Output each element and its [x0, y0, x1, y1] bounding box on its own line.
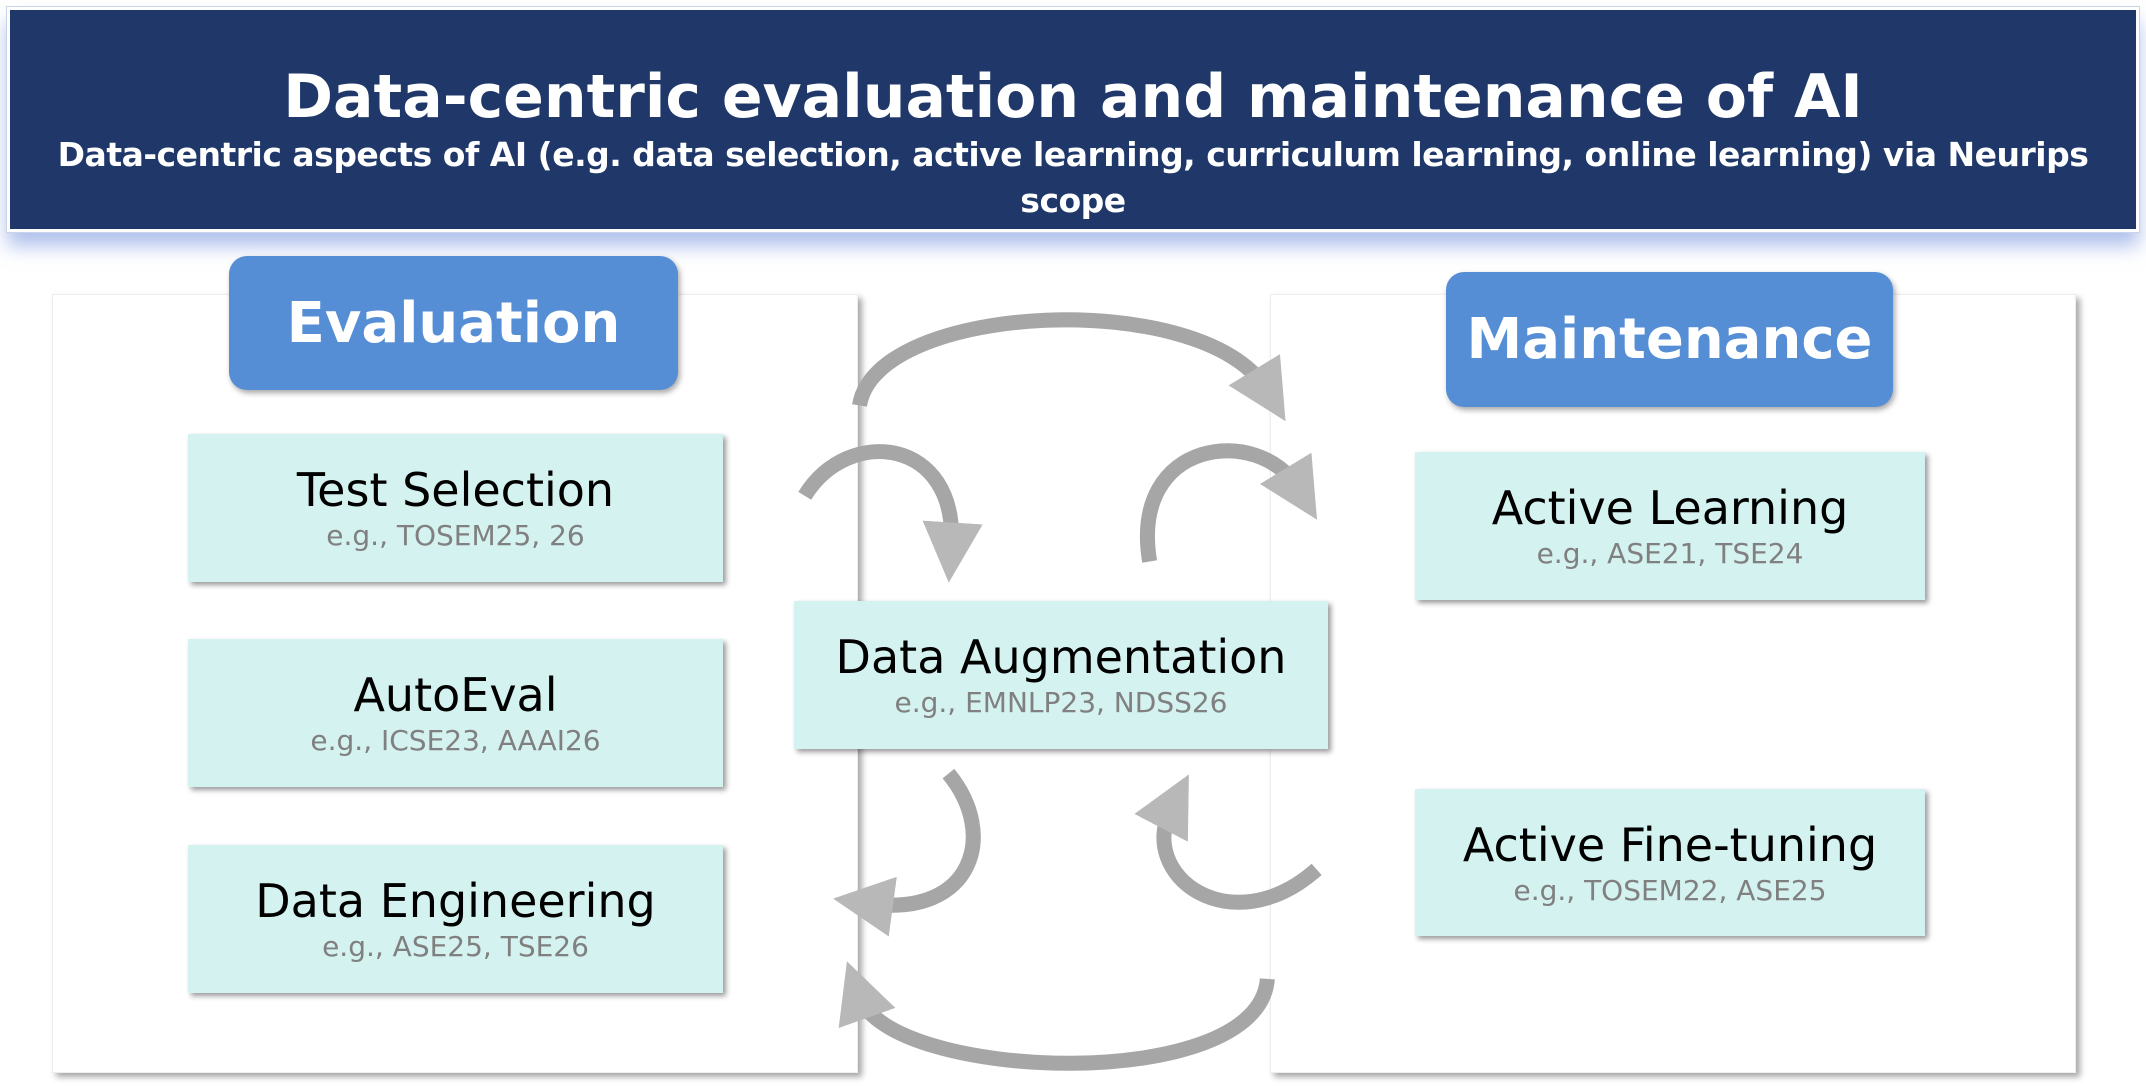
- box-examples: e.g., ICSE23, AAAI26: [310, 724, 601, 757]
- data-augmentation-box: Data Augmentation e.g., EMNLP23, NDSS26: [794, 601, 1328, 749]
- data-engineering-box: Data Engineering e.g., ASE25, TSE26: [188, 845, 723, 993]
- box-examples: e.g., ASE21, TSE24: [1536, 537, 1804, 570]
- diagram-subtitle: Data-centric aspects of AI (e.g. data se…: [57, 135, 2089, 220]
- autoeval-box: AutoEval e.g., ICSE23, AAAI26: [188, 639, 723, 787]
- active-fine-tuning-box: Active Fine-tuning e.g., TOSEM22, ASE25: [1415, 789, 1925, 936]
- box-title: Data Augmentation: [835, 630, 1287, 684]
- box-title: Data Engineering: [255, 874, 656, 928]
- maintenance-header: Maintenance: [1446, 272, 1893, 407]
- maintenance-panel: [1270, 294, 2076, 1073]
- box-title: Active Fine-tuning: [1462, 817, 1878, 872]
- arrow-testsel-to-aug: [798, 444, 983, 583]
- box-examples: e.g., TOSEM25, 26: [326, 519, 585, 552]
- box-examples: e.g., TOSEM22, ASE25: [1513, 873, 1827, 907]
- arrow-aug-to-activelearning: [1140, 443, 1318, 563]
- box-title: AutoEval: [353, 668, 558, 722]
- header-banner: Data-centric evaluation and maintenance …: [6, 6, 2140, 233]
- arrow-maint-to-eval-bottom: [838, 961, 1275, 1071]
- arrow-aug-to-dataeng: [833, 768, 981, 937]
- box-examples: e.g., ASE25, TSE26: [322, 930, 589, 963]
- diagram-title: Data-centric evaluation and maintenance …: [283, 62, 1863, 132]
- box-examples: e.g., EMNLP23, NDSS26: [894, 686, 1228, 719]
- arrow-finetune-to-aug: [1134, 774, 1322, 910]
- active-learning-box: Active Learning e.g., ASE21, TSE24: [1415, 452, 1925, 600]
- evaluation-header: Evaluation: [229, 256, 678, 390]
- box-title: Test Selection: [296, 463, 615, 517]
- arrow-eval-to-maint-top: [852, 312, 1286, 422]
- box-title: Active Learning: [1491, 481, 1849, 535]
- test-selection-box: Test Selection e.g., TOSEM25, 26: [188, 434, 723, 582]
